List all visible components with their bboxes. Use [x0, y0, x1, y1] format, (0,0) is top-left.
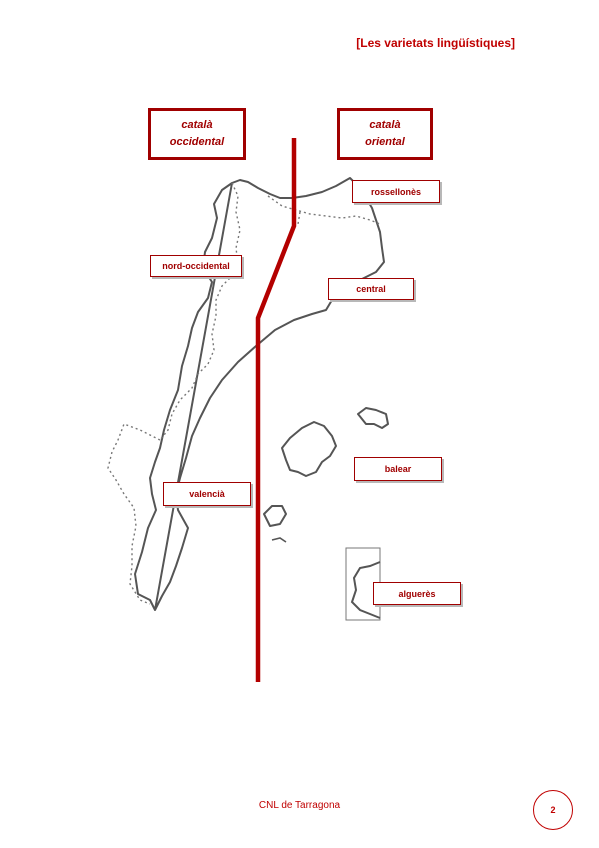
footer-organization: CNL de Tarragona — [258, 800, 341, 811]
eastern-catalan-line2: oriental — [365, 136, 405, 148]
page-header-title: [Les varietats lingüístiques] — [356, 36, 515, 50]
eastern-catalan-label: català oriental — [337, 108, 433, 160]
menorca-island — [357, 407, 389, 429]
region-label-central: central — [328, 278, 414, 300]
region-label-algueres: alguerès — [373, 582, 461, 605]
region-label-valencia: valencià — [163, 482, 251, 506]
page-number-badge: 2 — [533, 790, 573, 830]
western-catalan-line2: occidental — [169, 136, 225, 148]
mallorca-island — [281, 421, 337, 477]
formentera-island — [271, 537, 287, 543]
region-label-nord-occidental: nord-occidental — [150, 255, 242, 277]
region-label-rossellones: rossellonès — [352, 180, 440, 203]
western-catalan-label: català occidental — [148, 108, 246, 160]
eastern-catalan-line1: català — [369, 119, 401, 131]
western-catalan-line1: català — [181, 119, 213, 131]
region-label-balear: balear — [354, 457, 442, 481]
dialect-dividing-line — [255, 138, 297, 682]
alghero-coastline — [350, 561, 381, 619]
eivissa-island — [263, 505, 287, 527]
regional-borders — [107, 182, 381, 605]
